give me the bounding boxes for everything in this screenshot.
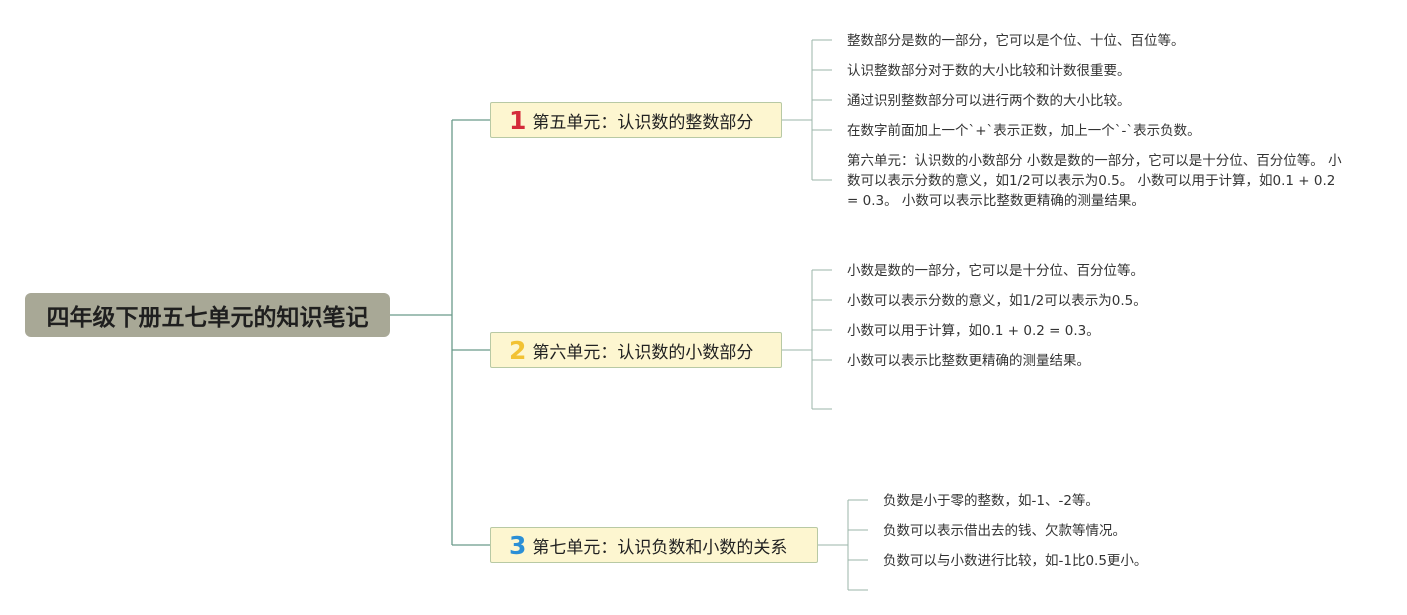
leaf-topic[interactable]: 负数是小于零的整数，如-1、-2等。 <box>883 493 1099 509</box>
leaf-topic[interactable]: 认识整数部分对于数的大小比较和计数很重要。 <box>847 63 1131 79</box>
leaf-topic[interactable]: 小数可以表示分数的意义，如1/2可以表示为0.5。 <box>847 293 1147 309</box>
number-2-icon: 2 <box>509 335 527 365</box>
branch-topic-unit-6[interactable]: 2 第六单元：认识数的小数部分 <box>490 332 782 368</box>
number-1-icon: 1 <box>509 105 527 135</box>
leaf-topic[interactable]: 负数可以表示借出去的钱、欠款等情况。 <box>883 523 1126 539</box>
leaf-topic[interactable]: 在数字前面加上一个`+`表示正数，加上一个`-`表示负数。 <box>847 123 1201 139</box>
branch-topic-unit-5[interactable]: 1 第五单元：认识数的整数部分 <box>490 102 782 138</box>
leaf-topic[interactable]: 负数可以与小数进行比较，如-1比0.5更小。 <box>883 553 1148 569</box>
leaf-topic[interactable]: 第六单元：认识数的小数部分 小数是数的一部分，它可以是十分位、百分位等。 小数可… <box>847 153 1342 209</box>
branch-topic-unit-7[interactable]: 3 第七单元：认识负数和小数的关系 <box>490 527 818 563</box>
leaf-topic[interactable]: 小数是数的一部分，它可以是十分位、百分位等。 <box>847 263 1144 279</box>
branch-title: 第五单元：认识数的整数部分 <box>532 112 754 133</box>
branch-title: 第七单元：认识负数和小数的关系 <box>532 537 788 558</box>
number-3-icon: 3 <box>509 530 527 560</box>
root-topic[interactable]: 四年级下册五七单元的知识笔记 <box>25 293 390 337</box>
leaf-topic[interactable]: 通过识别整数部分可以进行两个数的大小比较。 <box>847 93 1131 109</box>
leaf-topic[interactable]: 小数可以表示比整数更精确的测量结果。 <box>847 353 1090 369</box>
branch-title: 第六单元：认识数的小数部分 <box>532 342 754 363</box>
leaf-topic[interactable]: 整数部分是数的一部分，它可以是个位、十位、百位等。 <box>847 33 1185 49</box>
leaf-topic[interactable]: 小数可以用于计算，如0.1 + 0.2 = 0.3。 <box>847 323 1100 339</box>
